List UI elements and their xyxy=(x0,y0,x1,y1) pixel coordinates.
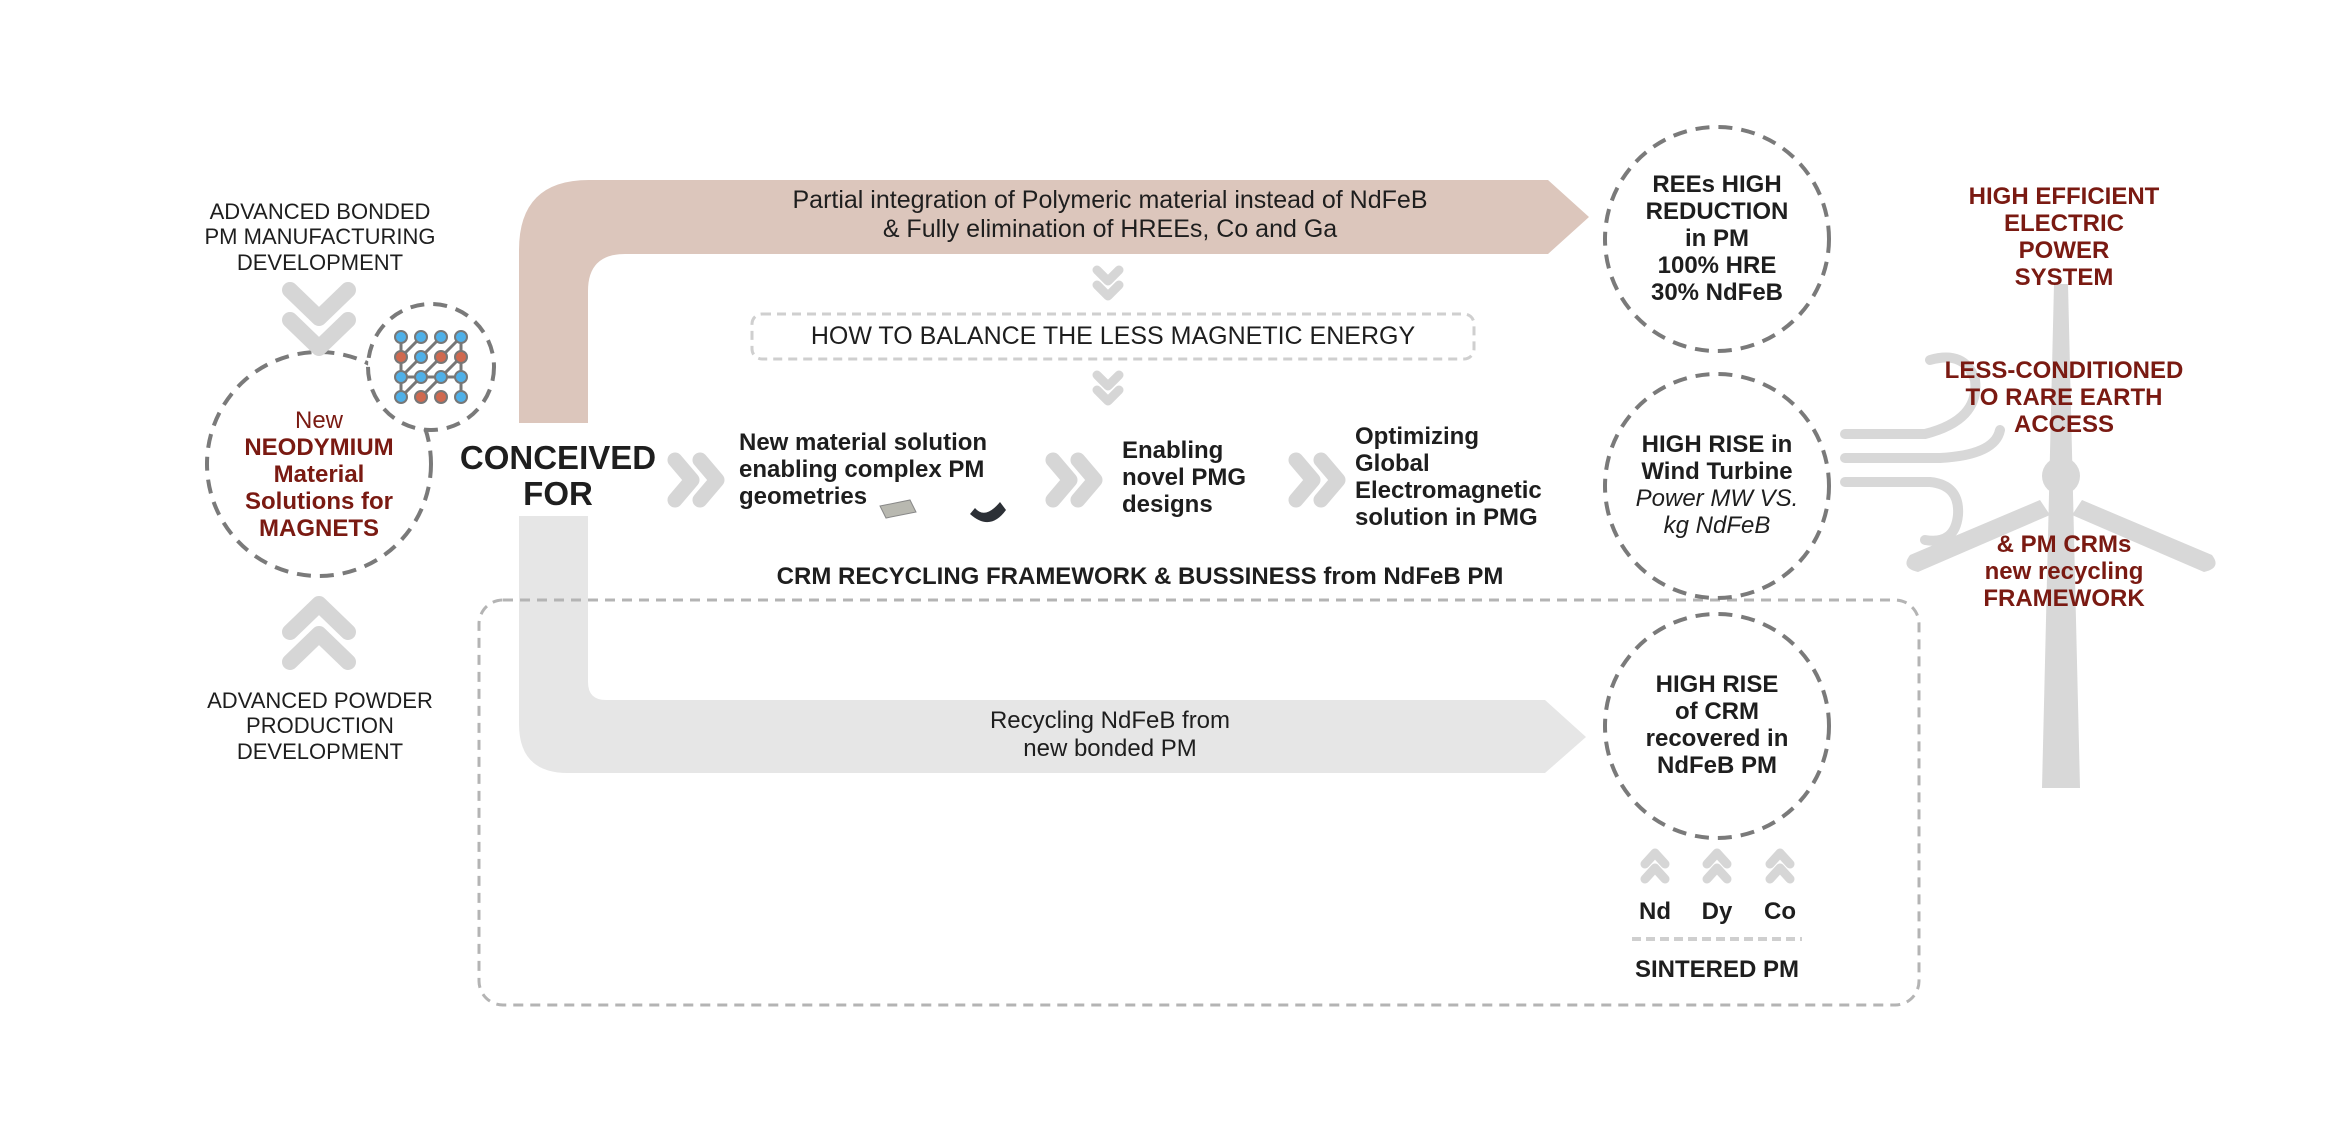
step-line: novel PMG xyxy=(1122,463,1247,491)
circle-line: New xyxy=(294,407,343,434)
circle-line: REEs HIGH xyxy=(1652,171,1782,198)
circle-line: HIGH RISE in xyxy=(1641,431,1793,458)
chevron-up-icon xyxy=(1702,848,1732,884)
circle-line: 100% HRE xyxy=(1657,251,1777,279)
circle-line: Wind Turbine xyxy=(1641,457,1793,485)
polymer-pipe xyxy=(519,180,1589,423)
step-new-material: New material solution enabling complex P… xyxy=(739,429,1059,511)
step-optimizing: Optimizing Global Electromagnetic soluti… xyxy=(1355,423,1595,532)
neodymium-circle-text: New NEODYMIUM Material Solutions for MAG… xyxy=(209,407,429,542)
pipe-line: & Fully elimination of HREEs, Co and Ga xyxy=(882,214,1338,243)
chevron-up-icon xyxy=(282,596,356,670)
element-nd: Nd xyxy=(1639,898,1671,925)
recycling-pipe xyxy=(519,516,1586,773)
step-line: Enabling xyxy=(1122,437,1224,464)
polymer-pipe-text: Partial integration of Polymeric materia… xyxy=(690,186,1530,244)
step-line: enabling complex PM xyxy=(739,455,985,483)
pipe-line: Partial integration of Polymeric materia… xyxy=(792,186,1428,214)
step-line: Optimizing xyxy=(1355,423,1479,450)
step-line: Global xyxy=(1355,449,1430,477)
element-dy: Dy xyxy=(1701,898,1733,925)
recycling-frame xyxy=(477,598,1921,1007)
label-line: PRODUCTION xyxy=(246,713,394,739)
outcome-line: new recycling xyxy=(1984,557,2144,585)
circle-line: in PM xyxy=(1685,224,1749,252)
sintered-pm-label: SINTERED PM xyxy=(1634,956,1799,983)
label-line: ADVANCED POWDER xyxy=(207,688,433,713)
recycling-framework-title: CRM RECYCLING FRAMEWORK & BUSSINESS from… xyxy=(776,563,1504,590)
step-line: solution in PMG xyxy=(1355,503,1538,531)
circle-line: NdFeB PM xyxy=(1657,751,1777,779)
conceived-for-label: CONCEIVED FOR xyxy=(448,439,668,513)
chevron-up-icon xyxy=(1640,848,1670,884)
outcome-line: LESS-CONDITIONED xyxy=(1944,357,2184,384)
chevron-down-icon xyxy=(1092,370,1124,406)
arc-magnet-icon xyxy=(970,502,1006,523)
element-co: Co xyxy=(1764,898,1796,925)
outcome-recycling-framework: & PM CRMs new recycling FRAMEWORK xyxy=(1914,531,2214,613)
circle-line: kg NdFeB xyxy=(1663,511,1771,539)
circle-line: REDUCTION xyxy=(1645,197,1789,225)
circle-line: Solutions for xyxy=(245,487,393,515)
step-line: designs xyxy=(1122,490,1213,518)
outcome-line: SYSTEM xyxy=(2014,263,2114,291)
circle-line: NEODYMIUM xyxy=(244,433,394,461)
chevron-up-icon xyxy=(1765,848,1795,884)
circle-line: 30% NdFeB xyxy=(1650,278,1784,306)
label-line: PM MANUFACTURING xyxy=(204,224,436,250)
label-line: FOR xyxy=(523,475,593,513)
outcome-less-conditioned: LESS-CONDITIONED TO RARE EARTH ACCESS xyxy=(1904,357,2224,439)
step-line: New material solution xyxy=(739,429,988,456)
bonded-pm-label: ADVANCED BONDED PM MANUFACTURING DEVELOP… xyxy=(170,199,470,275)
wind-turbine-icon xyxy=(1906,284,2216,788)
chevron-right-icon xyxy=(667,452,725,508)
step-line: geometries xyxy=(739,482,868,510)
circle-line: MAGNETS xyxy=(259,514,379,542)
wind-turbine-circle: HIGH RISE in Wind Turbine Power MW VS. k… xyxy=(1612,431,1822,540)
circle-line: of CRM xyxy=(1675,697,1759,725)
chevron-down-icon xyxy=(282,282,356,356)
label-line: ADVANCED BONDED xyxy=(209,199,431,224)
rees-reduction-circle: REEs HIGH REDUCTION in PM 100% HRE 30% N… xyxy=(1617,171,1817,306)
pipe-line: new bonded PM xyxy=(1023,734,1197,762)
outcome-efficient-power: HIGH EFFICIENT ELECTRIC POWER SYSTEM xyxy=(1914,183,2214,292)
outcome-line: TO RARE EARTH xyxy=(1965,383,2163,411)
circle-line: HIGH RISE xyxy=(1655,671,1779,698)
outcome-line: FRAMEWORK xyxy=(1983,584,2145,612)
circle-line: recovered in xyxy=(1645,724,1789,752)
label-line: DEVELOPMENT xyxy=(236,738,404,764)
outcome-line: ELECTRIC xyxy=(2004,209,2124,237)
balance-energy-box: HOW TO BALANCE THE LESS MAGNETIC ENERGY xyxy=(810,322,1416,350)
outcome-line: & PM CRMs xyxy=(1996,531,2132,558)
outcome-line: ACCESS xyxy=(2013,410,2115,438)
step-line: Electromagnetic xyxy=(1355,476,1542,504)
wind-lines-icon xyxy=(1840,352,2005,546)
step-enabling-pmg: Enabling novel PMG designs xyxy=(1122,437,1292,519)
circle-line: Power MW VS. xyxy=(1635,484,1799,512)
chevron-right-icon xyxy=(1288,452,1346,508)
crm-recovered-circle: HIGH RISE of CRM recovered in NdFeB PM xyxy=(1617,671,1817,780)
lattice-icon xyxy=(394,330,468,404)
powder-production-label: ADVANCED POWDER PRODUCTION DEVELOPMENT xyxy=(170,688,470,764)
circle-line: Material xyxy=(273,460,365,488)
recycling-pipe-text: Recycling NdFeB from new bonded PM xyxy=(880,707,1340,762)
outcome-line: HIGH EFFICIENT xyxy=(1968,183,2160,210)
chevron-right-icon xyxy=(1045,452,1103,508)
magnet-block-icon xyxy=(879,499,917,519)
label-line: CONCEIVED xyxy=(459,439,657,476)
outcome-line: POWER xyxy=(2018,236,2110,264)
label-line: DEVELOPMENT xyxy=(236,249,404,275)
chevron-down-icon xyxy=(1092,265,1124,301)
pipe-line: Recycling NdFeB from xyxy=(989,707,1231,734)
